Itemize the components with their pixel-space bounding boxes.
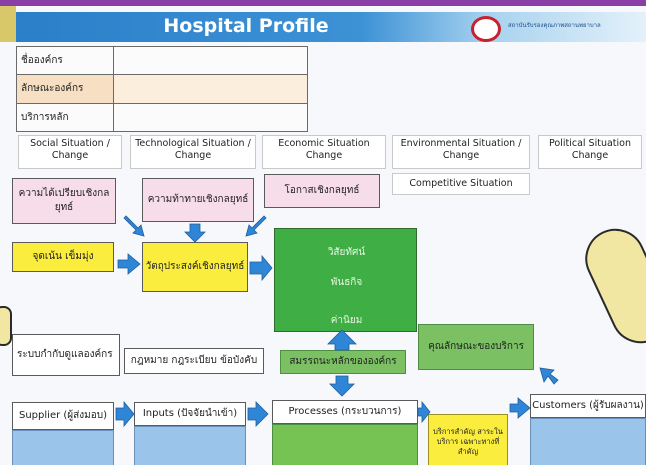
governance-system-box: ระบบกำกับดูแลองค์กร	[12, 334, 120, 376]
supplier-detail	[12, 430, 114, 465]
supplier-box: Supplier (ผู้ส่งมอบ)	[12, 402, 114, 430]
focus-box: จุดเน้น เข็มมุ่ง	[12, 242, 114, 272]
law-regulation-box: กฎหมาย กฎระเบียบ ข้อบังคับ	[124, 348, 264, 374]
economic-situation: Economic Situation Change	[262, 135, 386, 169]
customers-box: Customers (ผู้รับผลงาน)	[530, 394, 646, 418]
customers-detail	[530, 418, 646, 465]
profile-row-character: ลักษณะองค์กร	[16, 74, 308, 104]
strategic-advantage-box: ความได้เปรียบเชิงกลยุทธ์	[12, 178, 116, 224]
arrow-challenge-to-objective	[184, 223, 206, 243]
profile-label-service: บริการหลัก	[16, 102, 114, 133]
page-title: Hospital Profile	[163, 15, 329, 37]
vision-label: วิสัยทัศน์	[327, 247, 366, 258]
competitive-situation: Competitive Situation	[392, 173, 530, 195]
flow-arrows	[115, 215, 559, 428]
arrow-opportunity-to-objective	[245, 215, 267, 237]
arrow-objective-to-focus	[117, 253, 141, 275]
arrow-objective-to-vmv	[249, 254, 273, 282]
arrow-competency-to-vmv	[327, 329, 357, 351]
strategic-opportunity-box: โอกาสเชิงกลยุทธ์	[264, 174, 380, 208]
technological-situation: Technological Situation / Change	[130, 135, 256, 169]
decor-shape-left	[0, 306, 12, 346]
values-label: ค่านิยม	[330, 315, 363, 326]
arrow-supplier-to-inputs	[115, 400, 135, 428]
service-characteristics-box: คุณลักษณะของบริการ	[418, 324, 534, 370]
arrow-inputs-to-processes	[247, 401, 269, 427]
inputs-box: Inputs (ปัจจัยนำเข้า)	[134, 402, 246, 426]
profile-value-name	[113, 45, 308, 76]
logo-caption: สถาบันรับรองคุณภาพสถานพยาบาล	[508, 22, 601, 29]
decor-strip-left	[0, 6, 16, 42]
strategic-objective-box: วัตถุประสงค์เชิงกลยุทธ์	[142, 242, 248, 292]
arrow-competency-to-processes	[329, 375, 355, 397]
profile-value-character	[113, 74, 308, 104]
core-competency-box: สมรรถนะหลักขององค์กร	[280, 350, 406, 374]
social-situation: Social Situation / Change	[18, 135, 122, 169]
arrow-advantage-to-objective	[123, 215, 145, 237]
organization-logo-icon	[471, 16, 501, 42]
processes-detail	[272, 424, 418, 465]
profile-label-character: ลักษณะองค์กร	[16, 74, 114, 104]
arrow-customers-to-service	[539, 367, 559, 385]
processes-box: Processes (กระบวนการ)	[272, 400, 418, 424]
political-situation: Political Situation Change	[538, 135, 642, 169]
profile-label-name: ชื่อองค์กร	[16, 45, 114, 76]
profile-value-service	[113, 102, 308, 133]
profile-row-service: บริการหลัก	[16, 102, 308, 133]
profile-table: ชื่อองค์กร ลักษณะองค์กร บริการหลัก	[16, 45, 308, 133]
strategic-challenge-box: ความท้าทายเชิงกลยุทธ์	[142, 178, 254, 222]
inputs-detail	[134, 426, 246, 465]
vision-mission-values-box: วิสัยทัศน์ พันธกิจ ค่านิยม	[274, 228, 417, 332]
mission-label: พันธกิจ	[330, 277, 363, 288]
title-banner: Hospital Profile สถาบันรับรองคุณภาพสถานพ…	[16, 12, 646, 42]
profile-row-name: ชื่อองค์กร	[16, 45, 308, 76]
key-services-note: บริการสำคัญ สาระในบริการ เฉพาะทางที่สำคั…	[428, 414, 508, 465]
arrow-processes-to-note	[417, 400, 431, 424]
environmental-situation: Environmental Situation / Change	[392, 135, 530, 169]
arrow-note-to-customers	[509, 397, 531, 419]
